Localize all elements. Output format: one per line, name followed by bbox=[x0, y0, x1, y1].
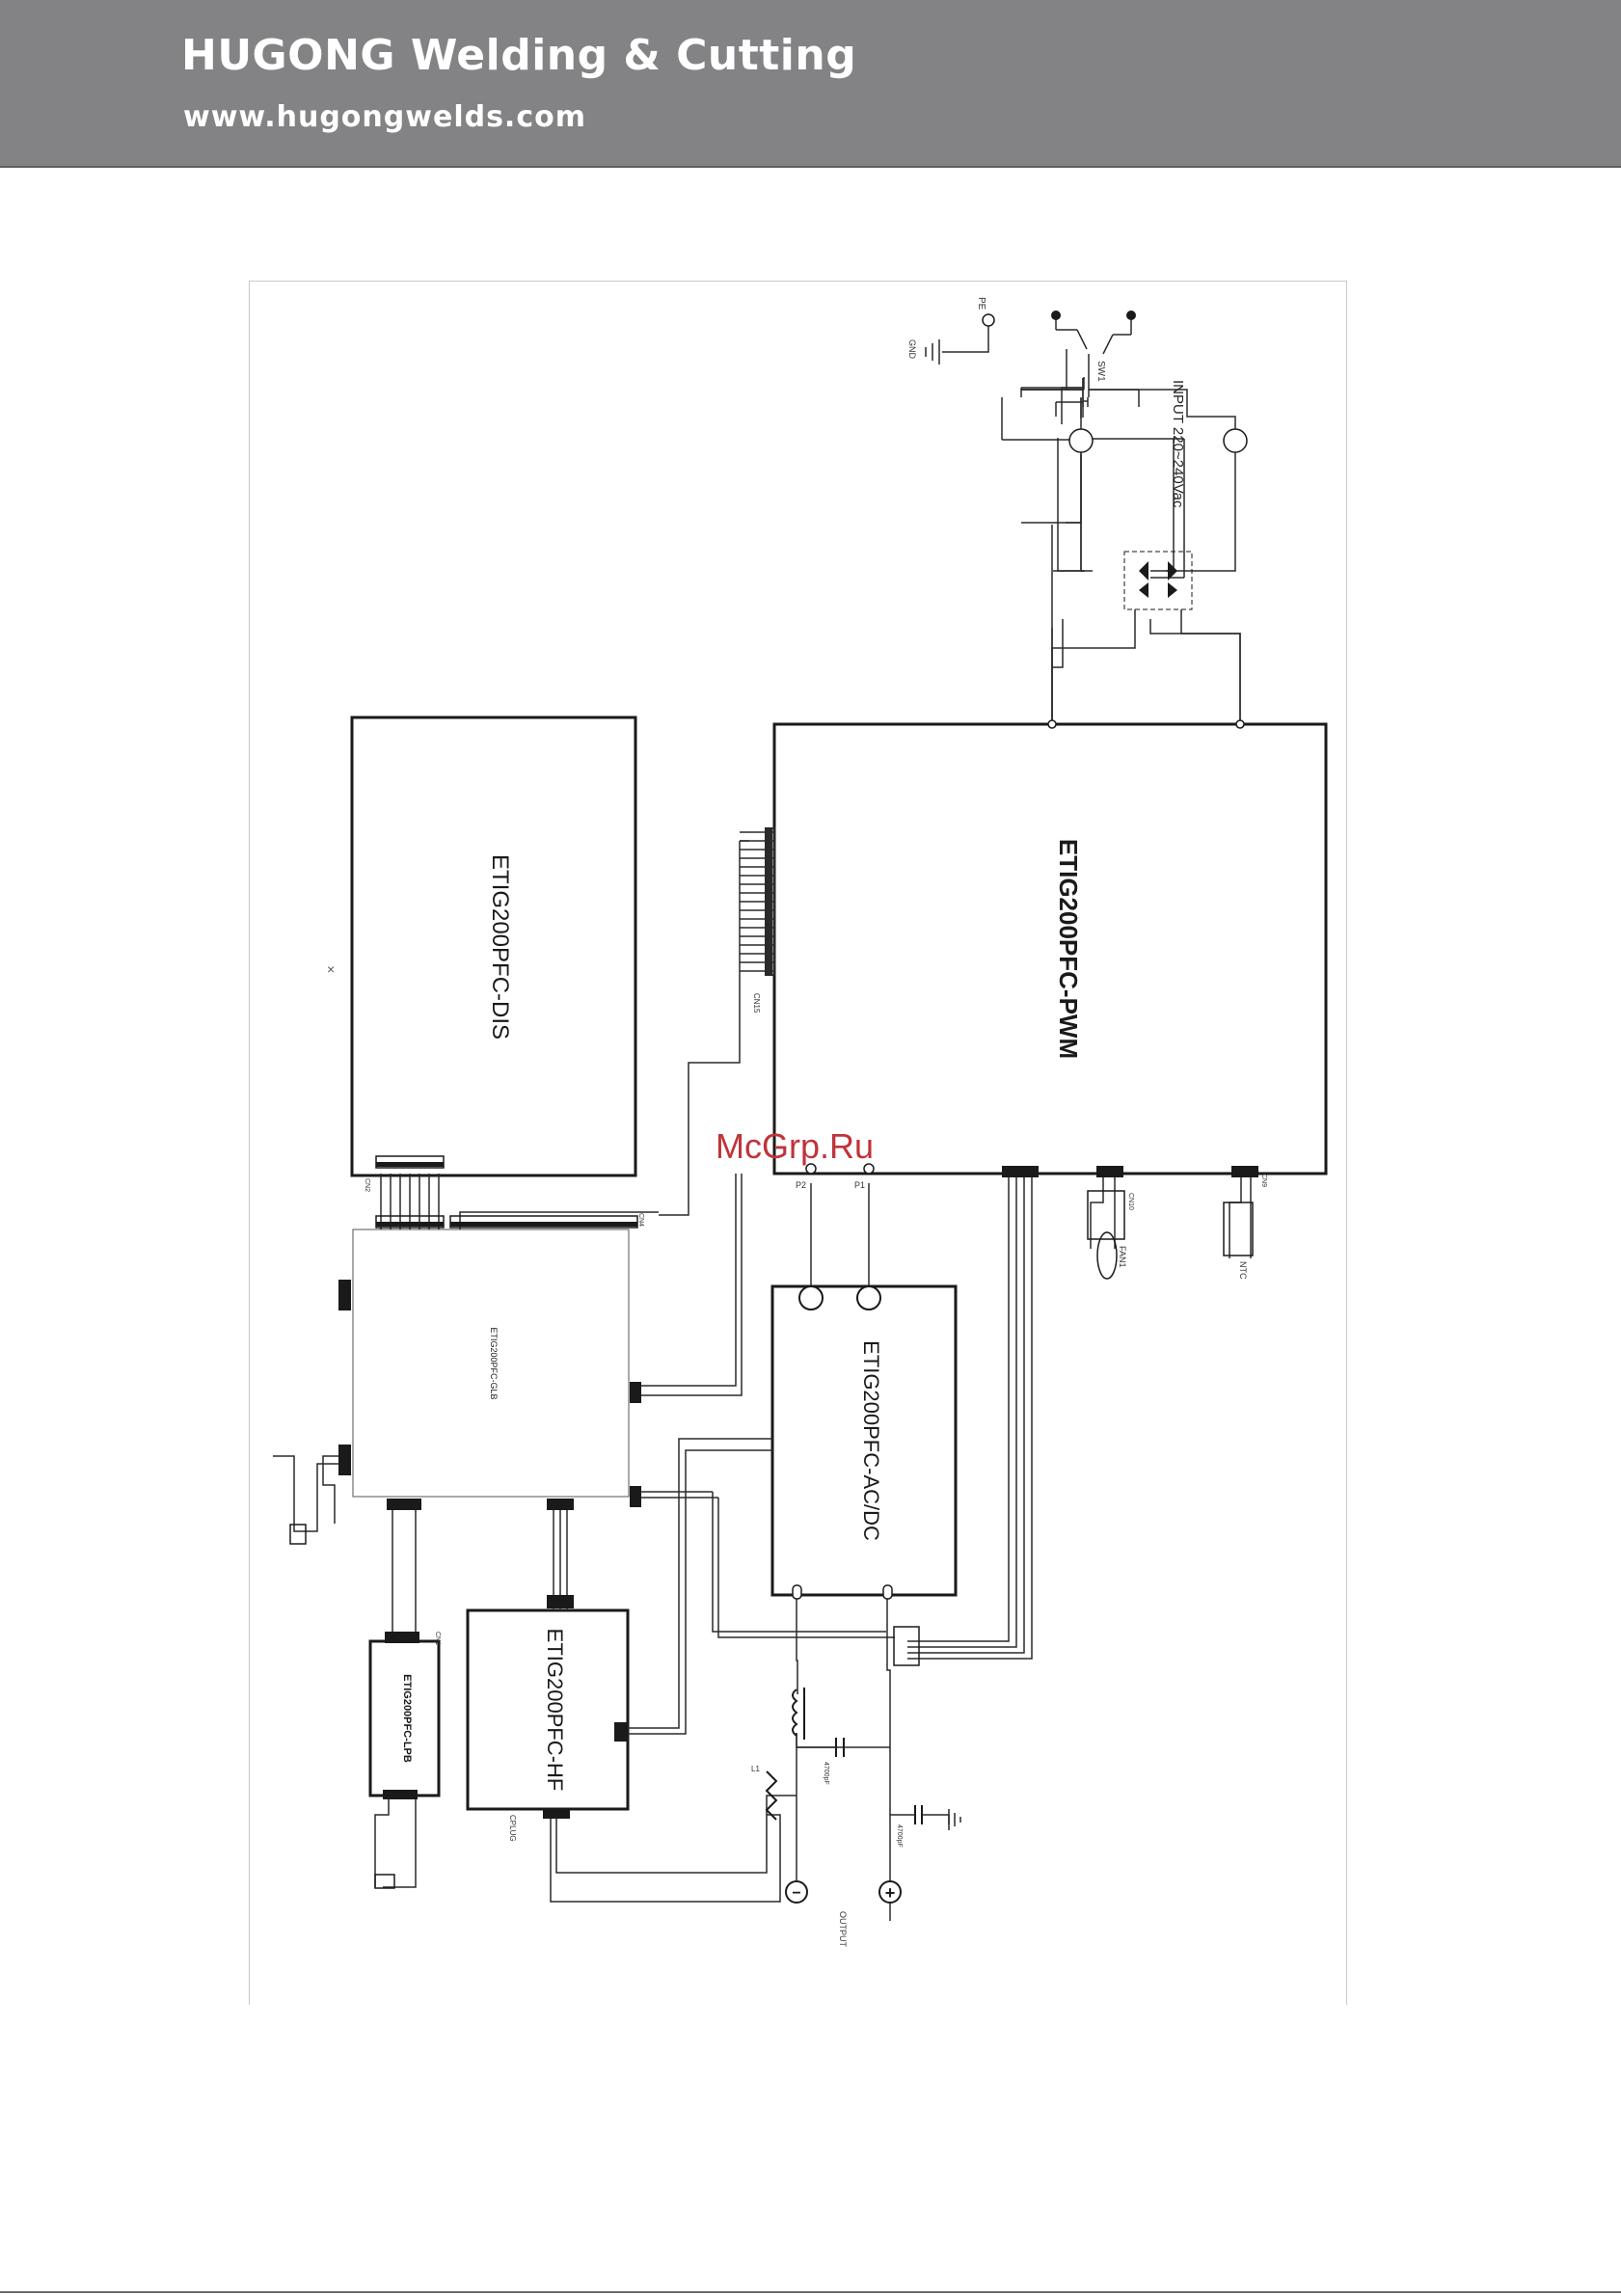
hf-title: ETIG200PFC-HF bbox=[543, 1629, 567, 1792]
pwm-cn9 bbox=[1231, 1166, 1258, 1177]
brand-url: www.hugongwelds.com bbox=[183, 100, 586, 134]
gnd-symbol bbox=[926, 339, 939, 365]
hf-cn-right bbox=[614, 1722, 628, 1742]
chassis-ground bbox=[949, 1809, 960, 1830]
schematic-label: OUTPUT bbox=[838, 1911, 848, 1948]
capacitor-c2 bbox=[915, 1805, 922, 1824]
lpb-cn-bottom bbox=[383, 1790, 418, 1799]
page-header: HUGONG Welding & Cutting www.hugongwelds… bbox=[0, 0, 1621, 168]
schematic-label: 4700pF bbox=[823, 1762, 829, 1785]
bridge-rectifier bbox=[1124, 552, 1192, 609]
schematic-label: + bbox=[885, 1883, 896, 1903]
schematic-label: GND bbox=[907, 339, 917, 360]
schematic-label: CN15 bbox=[752, 993, 761, 1013]
schematic-label: P2 bbox=[796, 1180, 806, 1190]
input-terminal-l bbox=[1126, 311, 1136, 320]
output-inductor bbox=[793, 1689, 797, 1736]
pwm-cn10 bbox=[1096, 1166, 1123, 1177]
schematic-label: CPLUG bbox=[508, 1815, 517, 1842]
glb-cn-left-a bbox=[338, 1280, 351, 1310]
schematic-label: SW1 bbox=[1095, 361, 1106, 382]
schematic-label: CN4 bbox=[637, 1213, 644, 1227]
schematic-label: L1 bbox=[751, 1765, 760, 1773]
lpb-title: ETIG200PFC-LPB bbox=[401, 1674, 413, 1763]
pe-terminal bbox=[983, 314, 994, 326]
schematic-label: CN2 bbox=[364, 1178, 370, 1192]
schematic-label: CN9 bbox=[1260, 1174, 1267, 1187]
glb-cn9 bbox=[630, 1486, 641, 1507]
ntc-sensor bbox=[1224, 1202, 1253, 1256]
dis-title: ETIG200PFC-DIS bbox=[487, 854, 513, 1040]
watermark: McGrp.Ru bbox=[716, 1126, 874, 1167]
glb-cn4-connector bbox=[450, 1216, 637, 1228]
dis-cn2-connector bbox=[376, 1156, 444, 1168]
schematic-label: PE bbox=[976, 297, 986, 311]
fuse-connector-b bbox=[1224, 429, 1247, 452]
glb-title: ETIG200PFC-GLB bbox=[489, 1327, 499, 1399]
glb-cn-bottom-a bbox=[387, 1499, 421, 1510]
schematic-label: NTC bbox=[1238, 1261, 1248, 1280]
fuse-connector-a bbox=[1069, 429, 1093, 452]
schematic-label: INPUT 220~240Vac bbox=[1170, 380, 1186, 508]
schematic-label: CN10 bbox=[1127, 1193, 1134, 1210]
pwm-cn8 bbox=[1002, 1166, 1039, 1177]
schematic-label: − bbox=[792, 1885, 800, 1902]
acdc-title: ETIG200PFC-AC/DC bbox=[859, 1340, 883, 1541]
hf-cn-bottom bbox=[543, 1809, 570, 1819]
schematic-label: 4700pF bbox=[896, 1824, 903, 1848]
remote-switch bbox=[290, 1525, 306, 1544]
lpb-cn-top bbox=[385, 1632, 419, 1643]
glb-cn8 bbox=[630, 1382, 641, 1403]
acdc-terminal-p1 bbox=[857, 1286, 880, 1310]
brand-title: HUGONG Welding & Cutting bbox=[181, 31, 856, 80]
pwm-board bbox=[774, 724, 1326, 1174]
schematic-label: FAN1 bbox=[1118, 1246, 1127, 1268]
input-terminal-n bbox=[1051, 311, 1061, 320]
acdc-terminal-p2 bbox=[799, 1286, 823, 1310]
lpb-switch bbox=[375, 1875, 394, 1888]
glb-cn-bottom-b bbox=[547, 1499, 574, 1510]
schematic-label: CN1 bbox=[434, 1632, 441, 1645]
hf-cn-top bbox=[547, 1595, 574, 1608]
schematic-label: P1 bbox=[854, 1180, 865, 1190]
current-sensor bbox=[894, 1627, 919, 1665]
glb-cn-left-b bbox=[338, 1445, 351, 1475]
bottom-rule bbox=[0, 2291, 1621, 2293]
x-mark: × bbox=[327, 961, 335, 977]
pwm-title: ETIG200PFC-PWM bbox=[1054, 839, 1083, 1059]
